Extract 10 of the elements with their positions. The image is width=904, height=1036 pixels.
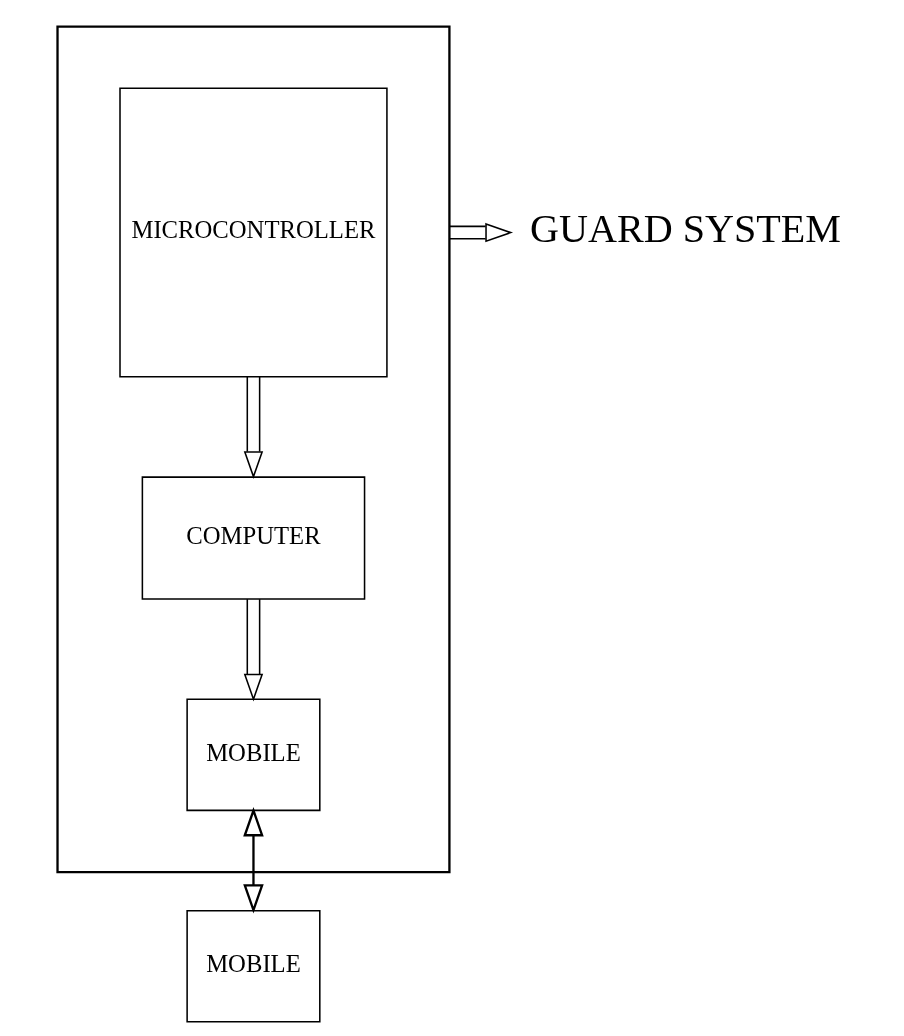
cluster	[55, 25, 451, 874]
node-box: MICROCONTROLLER	[118, 87, 388, 378]
arrow	[242, 807, 264, 914]
node-box: MOBILE	[185, 698, 321, 812]
arrow	[243, 376, 263, 479]
node-box: COMPUTER	[141, 476, 365, 600]
arrow	[448, 222, 513, 243]
arrow	[243, 598, 263, 702]
node-box: MOBILE	[185, 909, 321, 1023]
node-text: GUARD SYSTEM	[529, 206, 841, 252]
